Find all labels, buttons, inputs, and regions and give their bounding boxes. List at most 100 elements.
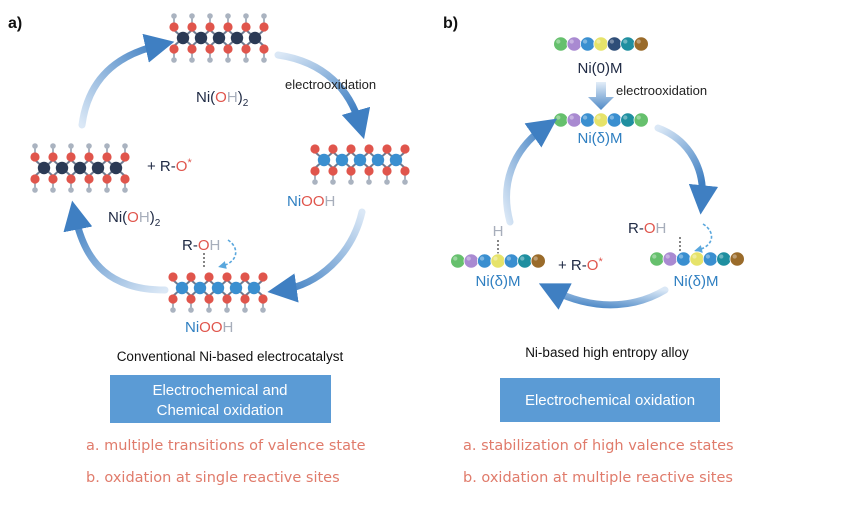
oxygen-atom: [310, 144, 320, 154]
electrooxidation-label-b: electrooxidation: [616, 83, 707, 98]
oxygen-atom: [222, 294, 232, 304]
oxygen-atom: [120, 152, 130, 162]
oxygen-atom: [223, 22, 233, 32]
alloy-atom: [566, 112, 582, 128]
atom-highlight: [732, 254, 737, 259]
caption-a: Conventional Ni-based electrocatalyst: [117, 349, 344, 364]
alloy-atom: [633, 36, 649, 52]
atom-highlight: [506, 256, 512, 261]
hydrogen-atom: [50, 143, 56, 149]
atom-highlight: [596, 115, 601, 120]
oxygen-atom: [310, 166, 320, 176]
alloy-atom: [662, 251, 678, 267]
ni-oh2-label-top: Ni(OH)2: [196, 89, 249, 109]
hydrogen-atom: [207, 13, 213, 19]
hydrogen-atom: [225, 57, 231, 63]
ni-delta-m-left-chain: [450, 253, 546, 269]
atom-highlight: [493, 256, 498, 261]
hydrogen-label-b: H: [493, 223, 504, 240]
oxygen-atom: [186, 272, 196, 282]
oxygen-atom: [258, 272, 268, 282]
oxygen-atom: [169, 22, 179, 32]
atom-highlight: [636, 115, 641, 120]
cycle-arrow-a-right-down: [274, 51, 371, 140]
alloy-atom: [633, 112, 649, 128]
r-oh-adsorbate-label-a: R-OH: [182, 237, 220, 254]
atom-highlight: [479, 256, 485, 261]
alloy-atom: [530, 253, 546, 269]
alloy-atom: [675, 251, 692, 267]
hydrogen-atom: [402, 179, 408, 185]
ni-atom: [353, 153, 367, 167]
note-a-2: b. oxidation at single reactive sites: [86, 470, 340, 486]
oxygen-atom: [204, 294, 214, 304]
oxygen-atom: [259, 44, 269, 54]
cycle-arrow-a-left-up: [78, 33, 175, 129]
hydrogen-atom: [189, 57, 195, 63]
hydrogen-atom: [170, 307, 176, 313]
hydrogen-atom: [312, 179, 318, 185]
down-arrow-b: [588, 82, 614, 110]
hydrogen-atom: [32, 143, 38, 149]
hydrogen-atom: [224, 307, 230, 313]
note-b-1: a. stabilization of high valence states: [463, 438, 734, 454]
oxygen-atom: [328, 166, 338, 176]
oxygen-atom: [66, 174, 76, 184]
cycle-arrow-a-bottom-right: [267, 208, 366, 303]
oxygen-atom: [120, 174, 130, 184]
atom-highlight: [609, 115, 615, 120]
oxygen-atom: [328, 144, 338, 154]
cycle-arrow-a-bottom-left: [63, 200, 169, 294]
hydrogen-atom: [243, 57, 249, 63]
ni-oh2-label-left: Ni(OH)2: [108, 209, 161, 229]
atom-highlight: [652, 254, 657, 259]
alloy-atom: [553, 36, 569, 52]
ni-atom: [389, 153, 403, 167]
oxygen-atom: [259, 22, 269, 32]
oxygen-atom: [102, 174, 112, 184]
ni-oh2-structure-left: [30, 143, 130, 193]
hydrogen-atom: [261, 57, 267, 63]
oxygen-atom: [169, 44, 179, 54]
niooh-structure-right: [310, 144, 410, 185]
ni-delta-m-label-upper: Ni(δ)M: [578, 130, 623, 147]
atom-highlight: [569, 39, 574, 44]
h-transfer-arrow-b: [694, 223, 713, 253]
oxygen-atom: [102, 152, 112, 162]
ni-atom: [317, 153, 331, 167]
alloy-atom: [606, 36, 623, 52]
oxygen-atom: [346, 166, 356, 176]
atom-highlight: [678, 254, 684, 259]
hydrogen-atom: [243, 13, 249, 19]
r-oh-adsorbate-label-b: R-OH: [628, 220, 666, 237]
hydrogen-atom: [189, 13, 195, 19]
process-box-a-line2: Chemical oxidation: [157, 402, 284, 419]
oxygen-atom: [222, 272, 232, 282]
oxygen-atom: [382, 166, 392, 176]
atom-highlight: [556, 39, 561, 44]
hydrogen-atom: [68, 187, 74, 193]
hydrogen-atom: [32, 187, 38, 193]
atom-highlight: [569, 115, 574, 120]
oxygen-atom: [48, 174, 58, 184]
ni-atom: [175, 281, 189, 295]
atom-highlight: [466, 256, 471, 261]
alloy-atom: [716, 251, 732, 267]
h-transfer-arrow-a: [218, 239, 237, 269]
ni-atom: [247, 281, 261, 295]
alloy-atom: [649, 251, 665, 267]
hydrogen-atom: [260, 307, 266, 313]
hydrogen-atom: [86, 143, 92, 149]
oxygen-atom: [258, 294, 268, 304]
atom-highlight: [556, 115, 561, 120]
note-a-1: a. multiple transitions of valence state: [86, 438, 366, 454]
hydrogen-atom: [122, 143, 128, 149]
ni-oh2-structure-top: [169, 13, 269, 63]
ni-atom: [229, 281, 243, 295]
ni-atom: [109, 161, 123, 175]
alloy-atom: [579, 112, 596, 128]
alloy-atom: [702, 251, 719, 267]
alloy-atom: [450, 253, 466, 269]
hydrogen-atom: [330, 179, 336, 185]
hydrogen-atom: [384, 179, 390, 185]
